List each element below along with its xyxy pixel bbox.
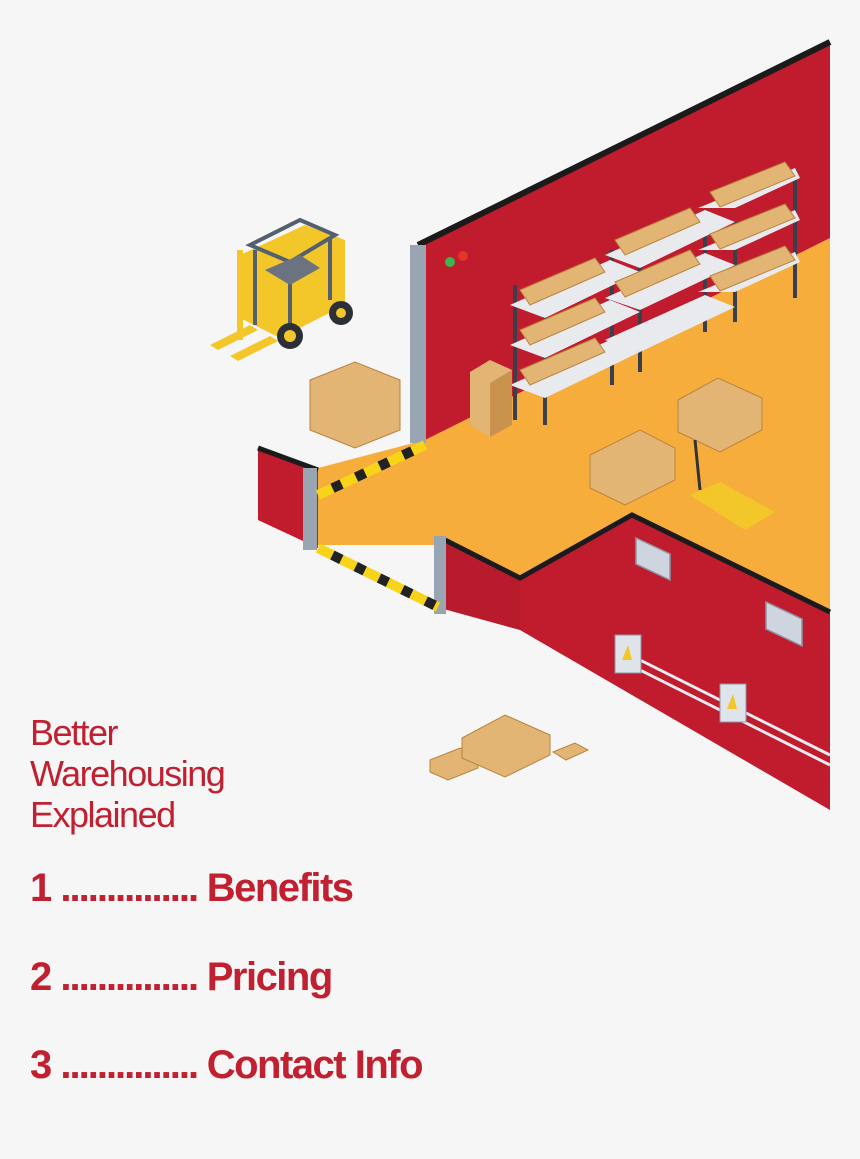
storage-rack-icon [510,161,800,425]
toc-number: 3 [30,1043,52,1087]
toc-number: 2 [30,955,52,999]
electrical-box-icon [614,634,831,767]
toc-leader: ............... [60,1043,199,1087]
warehouse-floor [318,238,830,610]
toc-label: Pricing [206,955,334,999]
toc-label: Benefits [206,866,354,910]
hazard-strip-front-dark [315,543,441,612]
toc-number: 1 [30,866,52,910]
toc-leader: ............... [60,866,199,910]
door-post-back [410,245,426,443]
page-title: Better Warehousing Explained [30,712,226,835]
toc-item-contact-info[interactable]: 3 ............... Contact Info [30,1043,424,1088]
indicator-light-green [445,257,455,267]
indicator-light-red [458,251,468,261]
door-post-left [303,468,317,550]
hazard-strip-back-dark [315,440,428,500]
title-line-3: Explained [30,794,176,835]
title-line-2: Warehousing [30,753,226,794]
hazard-strip-front [315,543,441,612]
pallet-jack-icon [690,439,775,530]
air-vent-icon [635,536,803,648]
front-wall-edge [443,512,832,615]
toc-item-pricing[interactable]: 2 ............... Pricing [30,955,334,1000]
toc-label: Contact Info [206,1043,424,1087]
cardboard-box-icon [470,360,512,437]
front-wall-left [440,540,520,630]
front-wall [520,515,830,810]
left-wall-edge [257,445,319,473]
hazard-strip-back [315,440,428,500]
door-post-front [434,536,446,614]
title-line-1: Better [30,712,119,753]
toc-leader: ............... [60,955,199,999]
back-wall-edge [416,39,832,248]
pallet-stack-icon [309,361,763,781]
forklift-icon [210,217,353,361]
toc-item-benefits[interactable]: 1 ............... Benefits [30,866,354,911]
